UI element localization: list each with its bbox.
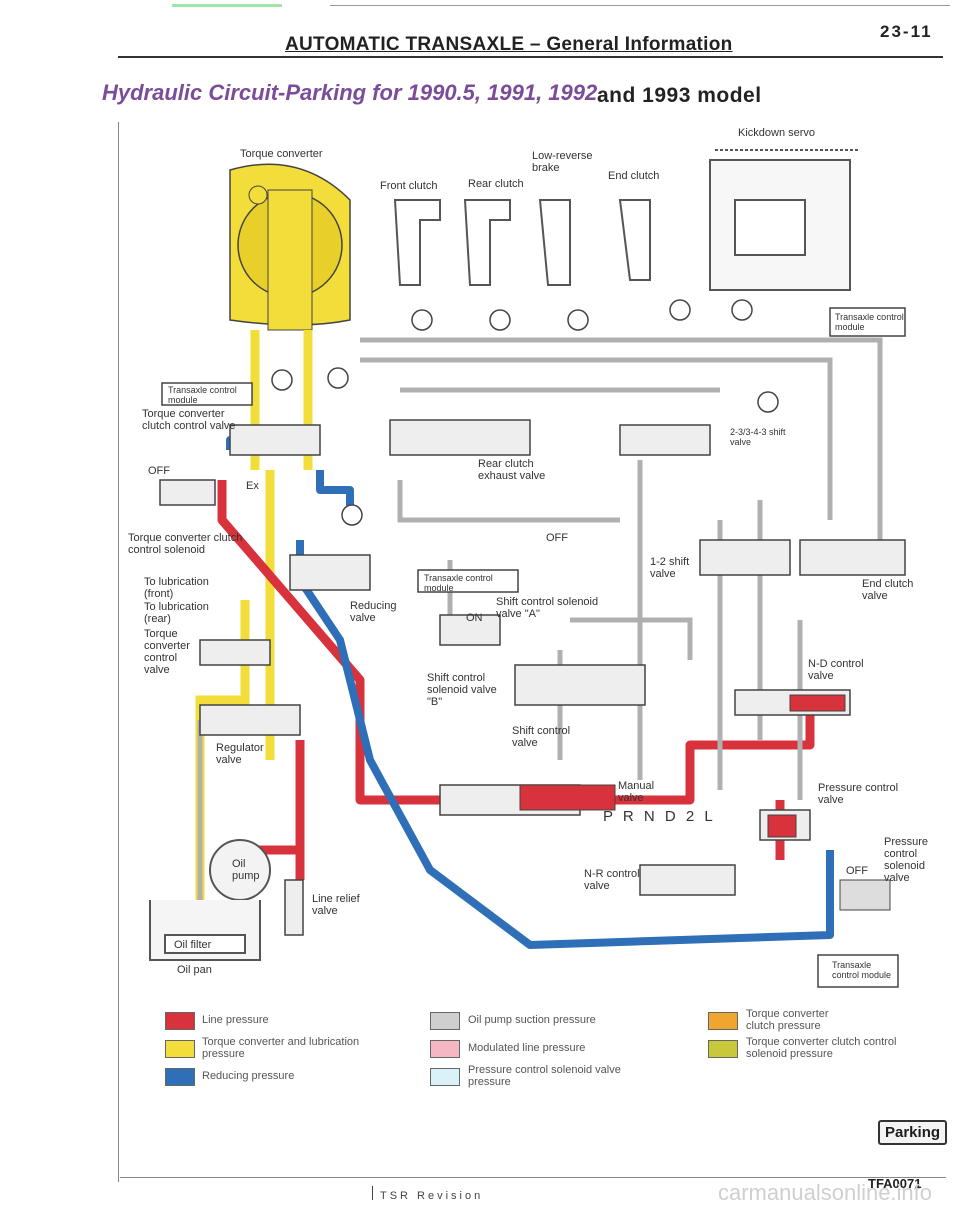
- label-nr-control: N-R control valve: [584, 868, 640, 892]
- diagram-title: Hydraulic Circuit-Parking for 1990.5, 19…: [102, 80, 598, 105]
- parking-badge: Parking: [878, 1120, 948, 1145]
- label-oil-pan: Oil pan: [177, 964, 212, 976]
- legend-swatch-modulated: [430, 1040, 460, 1058]
- label-pressure-control-solenoid: Pressure control solenoid valve: [884, 836, 929, 884]
- legend-label-line-pressure: Line pressure: [202, 1014, 269, 1026]
- label-line-relief: Line relief valve: [312, 893, 360, 917]
- diagram-title-suffix: and 1993 model: [597, 84, 762, 107]
- orifices: [271, 299, 779, 526]
- label-tcm-left: Transaxle control module: [168, 385, 237, 405]
- label-kickdown-servo: Kickdown servo: [738, 127, 816, 139]
- label-oil-filter: Oil filter: [174, 939, 212, 951]
- oil-pan-graphic: [149, 900, 261, 961]
- label-manual-valve: Manual valve: [618, 780, 655, 804]
- tcm-boxes: [161, 307, 906, 988]
- label-tcm-center: Transaxle control module: [424, 573, 493, 593]
- label-tc-control-valve: Torque converter control valve: [144, 628, 190, 676]
- footer-rule: [120, 1177, 946, 1178]
- label-regulator-valve: Regulator valve: [216, 742, 264, 766]
- legend-swatch-line-pressure: [165, 1012, 195, 1030]
- torque-converter-graphic: [229, 163, 351, 331]
- legend-swatch-tc-lubrication: [165, 1040, 195, 1058]
- red-valve-parts: [519, 694, 846, 838]
- revision-label: TSR Revision: [380, 1190, 484, 1202]
- label-off-right: OFF: [846, 865, 868, 877]
- label-ex: Ex: [246, 480, 259, 492]
- legend-swatch-pc-solenoid: [430, 1068, 460, 1086]
- page-number: 23-11: [880, 22, 933, 41]
- label-lub-rear: To lubrication (rear): [144, 601, 209, 625]
- legend-label-reducing: Reducing pressure: [202, 1070, 295, 1082]
- label-oil-pump: Oil pump: [232, 858, 260, 882]
- label-shift-control-valve: Shift control valve: [512, 725, 571, 749]
- label-solenoid-a: Shift control solenoid valve "A": [496, 596, 599, 620]
- top-accent-bar: [172, 4, 282, 7]
- label-off-center: OFF: [546, 532, 568, 544]
- legend-label-suction: Oil pump suction pressure: [468, 1014, 596, 1026]
- figure-id: TFA0071: [868, 1176, 922, 1191]
- label-end-clutch-valve: End clutch valve: [862, 578, 914, 602]
- label-tcc-valve: Torque converter clutch control valve: [142, 408, 236, 432]
- label-rear-clutch: Rear clutch: [468, 178, 524, 190]
- label-on-center: ON: [466, 612, 483, 624]
- label-tcm-bottom: Transaxle control module: [832, 960, 892, 980]
- label-tcc-solenoid: Torque converter clutch control solenoid: [128, 532, 243, 556]
- legend-swatch-tcc-solenoid: [708, 1040, 738, 1058]
- label-end-clutch-top: End clutch: [608, 170, 660, 182]
- label-lub-front: To lubrication (front): [144, 576, 209, 600]
- label-reducing-valve: Reducing valve: [350, 600, 397, 624]
- label-torque-converter: Torque converter: [240, 148, 323, 160]
- legend-label-tc-lubrication: Torque converter and lubrication pressur…: [202, 1036, 360, 1060]
- label-off-left: OFF: [148, 465, 170, 477]
- label-low-reverse-brake: Low-reverse brake: [532, 150, 593, 174]
- label-tcm-top-right: Transaxle control module: [835, 312, 904, 332]
- legend-label-modulated: Modulated line pressure: [468, 1042, 586, 1054]
- label-nd-control: N-D control valve: [808, 658, 864, 682]
- label-solenoid-b: Shift control solenoid valve "B": [427, 672, 497, 708]
- valve-bodies: [159, 419, 906, 936]
- legend-label-pc-solenoid: Pressure control solenoid valve pressure: [468, 1064, 621, 1088]
- label-prnd: P R N D 2 L: [603, 808, 716, 825]
- label-rear-clutch-exhaust: Rear clutch exhaust valve: [478, 458, 546, 482]
- header-underline: [118, 56, 943, 58]
- legend-label-tcc-solenoid: Torque converter clutch control solenoid…: [746, 1036, 897, 1060]
- footer-bar: [372, 1186, 373, 1200]
- legend-swatch-suction: [430, 1012, 460, 1030]
- margin-rule: [118, 122, 119, 1182]
- pressure-control-solenoid-graphic: [839, 879, 891, 911]
- kickdown-servo-graphic: [709, 149, 860, 291]
- label-shift-12: 1-2 shift valve: [650, 556, 690, 580]
- legend-label-tcc-pressure: Torque converter clutch pressure: [746, 1008, 829, 1032]
- watermark: carmanualsonline.info: [718, 1180, 933, 1205]
- section-title: AUTOMATIC TRANSAXLE – General Informatio…: [285, 34, 733, 55]
- label-pressure-control-valve: Pressure control valve: [818, 782, 899, 806]
- legend-swatch-tcc-pressure: [708, 1012, 738, 1030]
- top-rule: [330, 5, 950, 6]
- label-front-clutch: Front clutch: [380, 180, 438, 192]
- legend-swatch-reducing: [165, 1068, 195, 1086]
- clutch-outlines: [393, 199, 651, 286]
- label-shift-valve-23: 2-3/3-4-3 shift valve: [730, 427, 786, 447]
